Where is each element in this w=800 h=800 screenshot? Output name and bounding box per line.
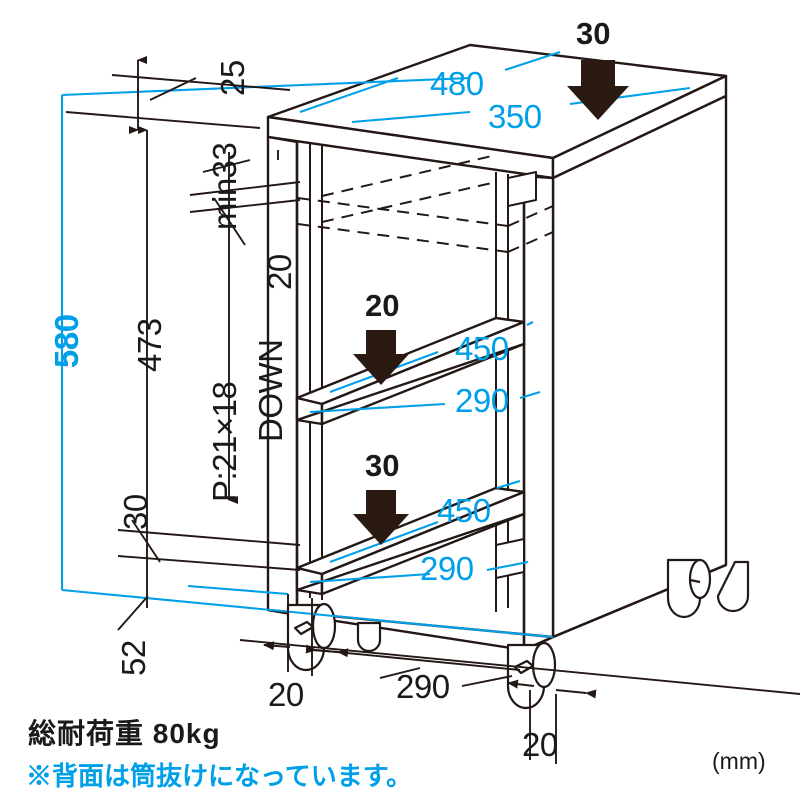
label-rail-offset-20: 20 (261, 254, 298, 290)
leader-450-low (329, 521, 439, 563)
leader-min33-b (189, 181, 301, 196)
label-back-note: ※背面は筒抜けになっています。 (26, 761, 413, 791)
label-down: DOWN (252, 339, 289, 442)
label-caster-height-52: 52 (115, 640, 152, 676)
leader-350 (351, 110, 471, 124)
right-side-panel (551, 94, 728, 639)
dim-20-right (507, 679, 535, 689)
leader-30-left (131, 519, 161, 563)
leader-52 (117, 595, 149, 631)
rail-30-upper (117, 529, 301, 546)
caster-rear-right (666, 558, 712, 619)
load-arrows (353, 60, 629, 545)
label-load-capacity: 総耐荷重 80kg (28, 718, 221, 749)
label-rail-gap-30: 30 (117, 494, 154, 530)
label-inner-height-473: 473 (131, 318, 168, 372)
leader-290-mid (309, 402, 446, 414)
label-low-depth-450: 450 (437, 492, 491, 529)
leader-25 (149, 77, 197, 101)
caster-rear-left-stub (356, 621, 382, 653)
shelf-bracket-lower (495, 538, 525, 579)
right-inner-posts (495, 172, 509, 612)
baseline-dim (239, 639, 800, 695)
label-load-mid-20: 20 (365, 288, 400, 323)
leader-290-low (309, 572, 431, 584)
label-pitch-note: P:21×18 (206, 381, 243, 502)
leader-min33-a (202, 159, 251, 173)
leader-480 (299, 77, 399, 113)
label-mid-width-290: 290 (455, 382, 509, 419)
load-arrow-low (353, 490, 409, 545)
label-units: (mm) (712, 748, 766, 774)
left-inner-posts (309, 144, 323, 600)
label-mid-depth-450: 450 (455, 330, 509, 367)
label-base-right-20: 20 (522, 726, 558, 763)
shelf-bracket-upper (507, 171, 537, 207)
dim-290-base (305, 644, 521, 671)
label-top-depth-480: 480 (430, 65, 484, 102)
label-base-span-290: 290 (396, 668, 450, 705)
label-top-thickness-25: 25 (214, 60, 251, 96)
label-base-left-20: 20 (268, 676, 304, 713)
load-arrow-mid (353, 330, 409, 385)
caster-rear-far (716, 560, 750, 613)
label-total-height-580: 580 (48, 314, 85, 368)
cabinet-body (266, 43, 750, 710)
dim-20-left (263, 641, 291, 651)
leader-290-base-l (379, 667, 421, 679)
rail-30-lower (117, 555, 301, 571)
label-top-width-350: 350 (488, 98, 542, 135)
leader-290-base-r (461, 675, 513, 687)
leader-min33-c (189, 199, 301, 213)
label-load-top-30: 30 (576, 16, 611, 51)
black-dimension-lines (65, 56, 800, 764)
label-low-width-290: 290 (420, 550, 474, 587)
label-load-low-30: 30 (365, 448, 400, 483)
label-min-clearance: min33 (206, 142, 243, 230)
load-arrow-top (567, 60, 629, 120)
caster-front-right (506, 641, 557, 710)
hidden-rear-rails (297, 154, 554, 253)
